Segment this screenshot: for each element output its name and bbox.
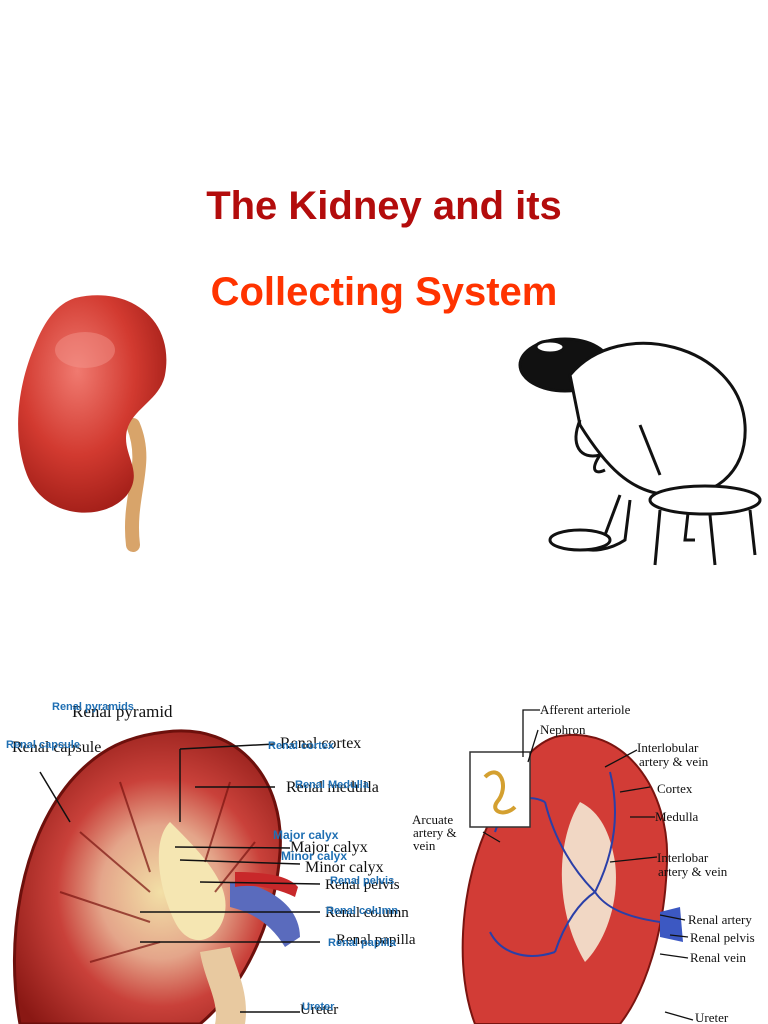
label-renal-medulla: Renal medulla xyxy=(286,779,379,796)
label-arcuate-line2: artery & xyxy=(413,825,457,840)
label-interlobular-line2: artery & vein xyxy=(639,754,709,769)
label-renal-artery: Renal artery xyxy=(688,912,752,927)
overlay-renal-papilla: Renal papilla xyxy=(328,937,397,949)
label-renal-papilla: Renal papilla xyxy=(336,932,416,948)
kidney-cross-section-diagram: Renal pyramid Renal pyramids Renal capsu… xyxy=(6,701,416,1024)
slide-title-line2: Collecting System xyxy=(210,270,558,314)
label-afferent-arteriole: Afferent arteriole xyxy=(540,702,631,717)
label-cortex: Cortex xyxy=(657,781,693,796)
label-nephron: Nephron xyxy=(540,722,586,737)
label-major-calyx: Major calyx xyxy=(290,839,368,856)
overlay-renal-pyramids: Renal pyramids xyxy=(52,701,134,713)
overlay-ureter: Ureter xyxy=(302,1001,335,1013)
overlay-renal-capsule: Renal capsule xyxy=(6,739,80,751)
label-renal-column: Renal column xyxy=(325,905,409,921)
overlay-renal-pelvis: Renal pelvis xyxy=(330,875,394,887)
overlay-renal-cortex: Renal cortex xyxy=(268,740,335,752)
label-medulla: Medulla xyxy=(655,809,699,824)
label-ureter: Ureter xyxy=(695,1010,729,1024)
label-arcuate-line3: vein xyxy=(413,838,436,853)
label-interlobular-line1: Interlobular xyxy=(637,740,699,755)
label-interlobar-line2: artery & vein xyxy=(658,864,728,879)
label-renal-vein: Renal vein xyxy=(690,950,746,965)
kidney-vasculature-diagram: Afferent arteriole Nephron Interlobular … xyxy=(412,702,755,1024)
overlay-renal-medulla: Renal Medulla xyxy=(295,779,370,791)
label-renal-capsule-line: Renal capsule xyxy=(12,739,101,756)
label-ureter: Ureter xyxy=(300,1002,338,1018)
label-renal-pyramid: Renal pyramid xyxy=(72,702,173,721)
slide-title-line1: The Kidney and its xyxy=(206,184,562,228)
overlay-major-calyx: Major calyx xyxy=(273,828,339,842)
overlay-renal-column: Renal column xyxy=(326,905,398,917)
label-renal-pelvis: Renal pelvis xyxy=(690,930,755,945)
label-arcuate-line1: Arcuate xyxy=(412,812,453,827)
label-renal-cortex: Renal cortex xyxy=(280,735,361,752)
cartoon-kidney-illustration xyxy=(518,337,762,566)
label-interlobar-line1: Interlobar xyxy=(657,850,709,865)
label-renal-pelvis: Renal pelvis xyxy=(325,877,400,893)
label-minor-calyx: Minor calyx xyxy=(305,859,384,876)
overlay-minor-calyx: Minor calyx xyxy=(281,849,347,863)
kidney-illustration xyxy=(18,295,167,552)
